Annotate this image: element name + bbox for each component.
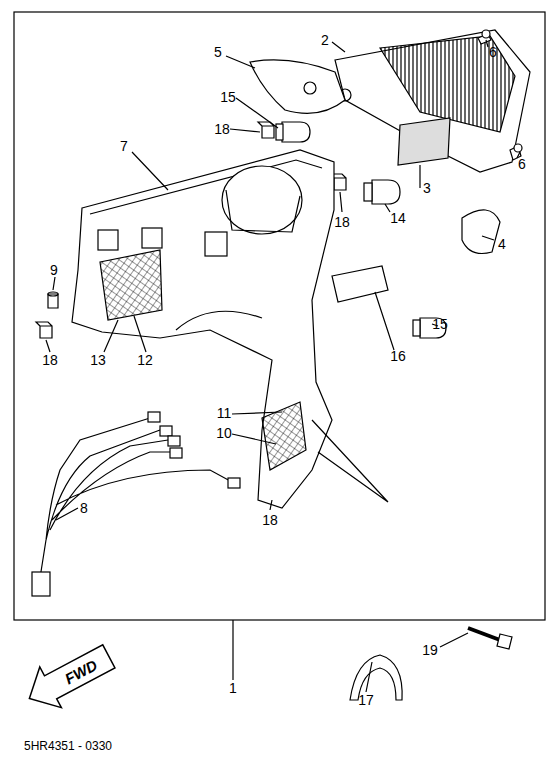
callout-number: 1 [229,681,237,695]
callout-number: 6 [489,45,497,59]
tail-frame [72,150,334,508]
callout-number: 5 [214,45,222,59]
callout-number: 9 [50,263,58,277]
callout-number: 18 [262,513,278,527]
frame [14,12,545,620]
callout-number: 6 [518,157,526,171]
callout-number: 15 [220,90,236,104]
callout-number: 13 [90,353,106,367]
callout-number: 19 [422,643,438,657]
callout-number: 17 [358,693,374,707]
callout-number: 3 [423,181,431,195]
callout-number: 11 [217,406,232,420]
tail-housing [335,30,530,172]
callout-number: 14 [390,211,406,225]
callout-number: 2 [321,33,329,47]
callout-number: 4 [498,237,506,251]
forward-arrow: FWD [16,632,124,721]
lens-ribs [380,36,515,132]
callout-number: 8 [80,501,88,515]
callout-number: 12 [137,353,153,367]
callout-number: 15 [432,317,448,331]
callout-number: 16 [390,349,406,363]
callout-number: 18 [334,215,350,229]
callout-number: 10 [216,426,232,440]
callout-number: 7 [120,139,128,153]
drawing-code: 5HR4351 - 0330 [24,740,112,752]
callout-number: 18 [42,353,58,367]
callout-number: 18 [214,122,230,136]
